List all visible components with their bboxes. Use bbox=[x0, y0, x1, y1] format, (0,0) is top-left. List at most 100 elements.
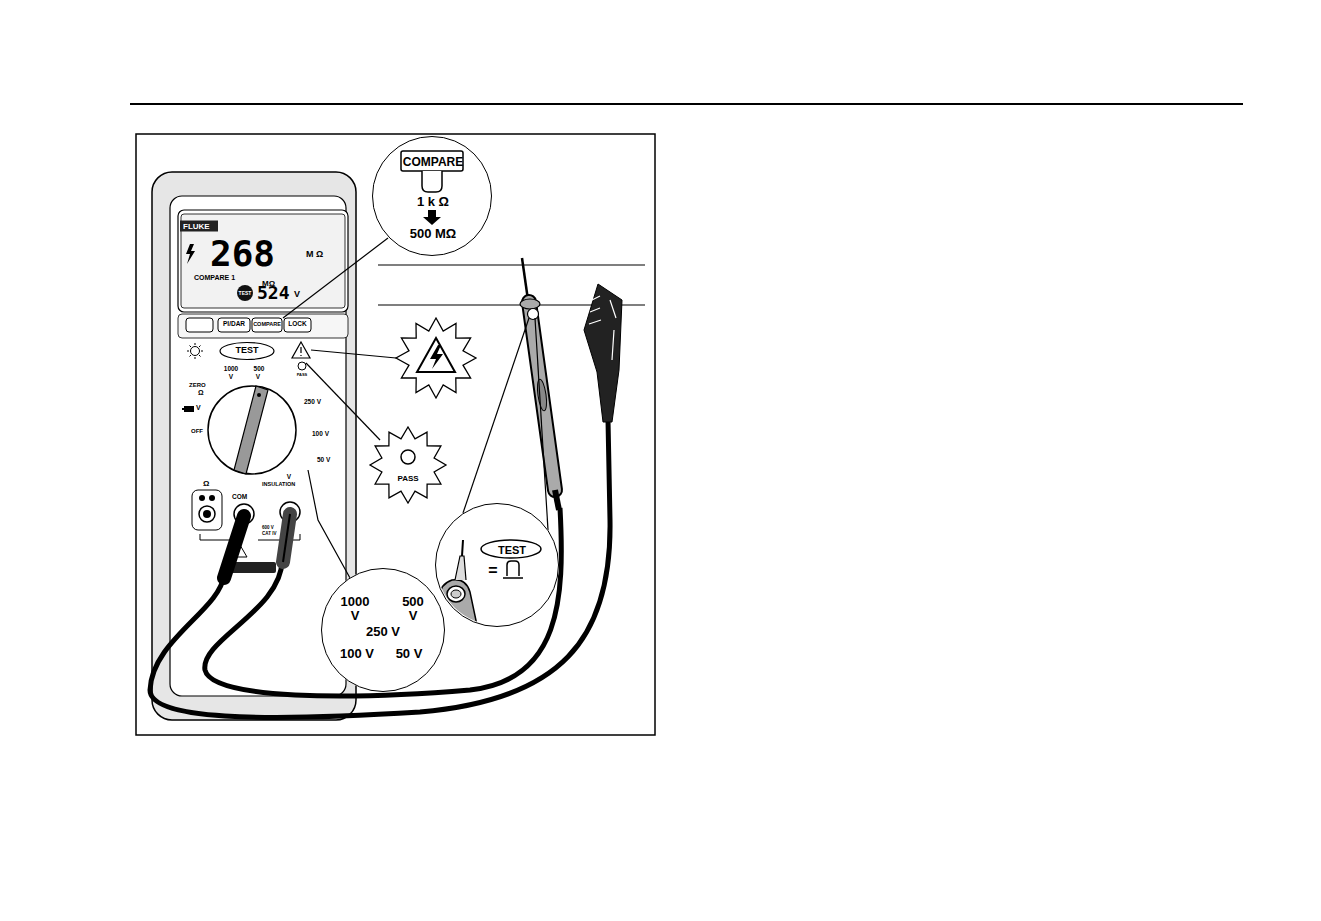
callout-text: 500 V bbox=[398, 595, 428, 624]
meter-body bbox=[199, 495, 205, 501]
meter-label: INSULATION bbox=[262, 482, 295, 488]
leader-lines bbox=[283, 238, 388, 318]
meter-label: COM bbox=[232, 494, 247, 501]
leader-lines bbox=[535, 318, 548, 530]
callout-art bbox=[401, 151, 541, 640]
meter-body bbox=[284, 318, 311, 332]
meter-label: Ω bbox=[203, 480, 209, 488]
meter-label: ZERO bbox=[189, 382, 206, 388]
meter-label: V bbox=[196, 404, 201, 411]
flash-burst bbox=[370, 318, 476, 503]
callout-discs bbox=[372, 136, 492, 256]
meter-body bbox=[192, 490, 222, 530]
meter-body bbox=[257, 393, 261, 397]
callout-text: 250 V bbox=[358, 625, 408, 639]
meter-body bbox=[220, 343, 274, 360]
callout-art bbox=[455, 556, 466, 580]
test-leads bbox=[536, 379, 548, 412]
callout-text: 50 V bbox=[390, 647, 428, 661]
meter-label: CAT IV bbox=[262, 532, 276, 537]
meter-body bbox=[298, 362, 306, 370]
callout-art bbox=[507, 561, 519, 576]
callout-discs bbox=[321, 136, 559, 692]
test-leads bbox=[584, 284, 622, 422]
test-leads bbox=[528, 309, 539, 320]
test-leads bbox=[555, 490, 559, 510]
meter-label: 50 V bbox=[317, 457, 330, 464]
leader-lines bbox=[311, 350, 396, 358]
meter-body bbox=[208, 386, 296, 474]
callout-text: 500 MΩ bbox=[373, 227, 493, 241]
meter-label: 100 V bbox=[312, 431, 329, 438]
callout-text: 1 k Ω bbox=[373, 195, 493, 209]
page-rule bbox=[130, 104, 1243, 105]
meter-body bbox=[187, 343, 203, 359]
meter-label: COMPARE 1 bbox=[194, 274, 235, 281]
meter-body bbox=[178, 314, 348, 338]
meter-body bbox=[252, 318, 282, 332]
meter-body bbox=[218, 318, 250, 332]
pass-callout: PASS bbox=[370, 427, 446, 503]
meter-label: M Ω bbox=[306, 250, 323, 259]
test-leads bbox=[150, 258, 622, 717]
range-callout: 1000 V500 V250 V100 V50 V bbox=[321, 568, 445, 692]
flash-burst bbox=[417, 338, 455, 372]
callout-art bbox=[447, 586, 465, 602]
test-leads bbox=[150, 420, 610, 717]
meter-label: 250 V bbox=[304, 399, 321, 406]
leader-lines bbox=[308, 470, 350, 578]
meter-label: FLUKE bbox=[183, 223, 210, 231]
meter-body bbox=[182, 408, 184, 410]
meter-body bbox=[292, 342, 310, 358]
callout-art bbox=[440, 580, 478, 640]
page-rule bbox=[130, 103, 1243, 105]
meter-label: PASS bbox=[295, 373, 309, 377]
callout-text: PASS bbox=[370, 475, 446, 484]
meter-body bbox=[178, 210, 348, 312]
meter-label: V bbox=[294, 290, 300, 299]
callout-art bbox=[503, 577, 523, 579]
figure-frame bbox=[136, 134, 655, 735]
callout-discs bbox=[435, 503, 559, 627]
flash-burst bbox=[430, 345, 443, 369]
figure-frame bbox=[136, 134, 655, 735]
flash-burst bbox=[396, 318, 476, 398]
meter-label: 1000 bbox=[221, 366, 241, 373]
test-leads bbox=[520, 299, 540, 309]
meter-body bbox=[184, 406, 194, 412]
meter-label: OFF bbox=[191, 428, 203, 434]
test-leads bbox=[522, 258, 528, 300]
meter-body bbox=[234, 386, 268, 474]
meter-body bbox=[203, 510, 211, 518]
flash-burst bbox=[370, 427, 446, 503]
meter-label: 500 bbox=[250, 366, 268, 373]
meter-label: V bbox=[253, 374, 263, 381]
callout-art bbox=[422, 171, 442, 192]
callout-text: = bbox=[484, 562, 502, 580]
meter-body bbox=[186, 244, 195, 264]
callout-discs bbox=[321, 568, 445, 692]
leader-lines bbox=[463, 318, 529, 513]
meter-label: COMPARE bbox=[252, 322, 282, 328]
meter-label: 600 V bbox=[262, 526, 274, 531]
meter-body bbox=[170, 196, 346, 696]
test-callout: TEST= bbox=[435, 503, 559, 627]
meter-label: 524 bbox=[257, 284, 290, 302]
meter-body bbox=[199, 506, 215, 522]
meter-body bbox=[209, 495, 215, 501]
test-leads bbox=[283, 514, 290, 562]
callout-text: 100 V bbox=[336, 647, 378, 661]
meter-label: 268 bbox=[210, 236, 275, 272]
callout-art bbox=[423, 210, 441, 225]
test-leads bbox=[283, 514, 290, 562]
meter-body bbox=[300, 347, 301, 356]
meter-body bbox=[186, 318, 213, 332]
flash-burst bbox=[401, 450, 415, 464]
meter-body bbox=[181, 214, 345, 308]
callout-art bbox=[462, 540, 463, 556]
meter-label: V bbox=[226, 374, 236, 381]
test-leads bbox=[529, 302, 555, 490]
test-leads bbox=[224, 516, 244, 578]
test-leads bbox=[529, 302, 555, 490]
